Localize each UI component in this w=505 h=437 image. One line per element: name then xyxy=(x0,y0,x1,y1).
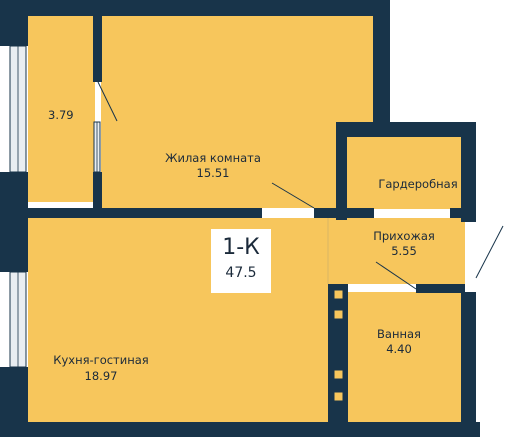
living-room-floor xyxy=(101,16,373,208)
hallway-floor xyxy=(328,218,465,284)
floor-areas xyxy=(28,16,465,422)
bathroom-area: 4.40 xyxy=(386,342,412,356)
walls xyxy=(0,0,480,437)
bathroom-floor xyxy=(348,292,461,422)
apartment-type: 1-К xyxy=(222,235,260,260)
bathroom-name: Ванная xyxy=(377,327,421,341)
wardrobe-name: Гардеробная xyxy=(378,177,458,191)
door-swings xyxy=(97,81,504,290)
kitchen-area: 18.97 xyxy=(84,369,118,383)
hallway-name: Прихожая xyxy=(373,229,435,243)
hallway-area: 5.55 xyxy=(391,244,417,258)
bathroom-vents xyxy=(333,289,344,402)
kitchen-floor xyxy=(28,218,328,422)
living-room-area: 15.51 xyxy=(196,166,230,180)
balcony-area: 3.79 xyxy=(48,108,74,122)
apartment-total-area: 47.5 xyxy=(225,265,257,281)
kitchen-name: Кухня-гостиная xyxy=(53,353,149,367)
apartment-badge: 1-К 47.5 xyxy=(211,229,271,293)
living-room-name: Жилая комната xyxy=(165,151,261,165)
balcony-floor xyxy=(28,16,95,202)
wardrobe-floor xyxy=(347,137,462,209)
